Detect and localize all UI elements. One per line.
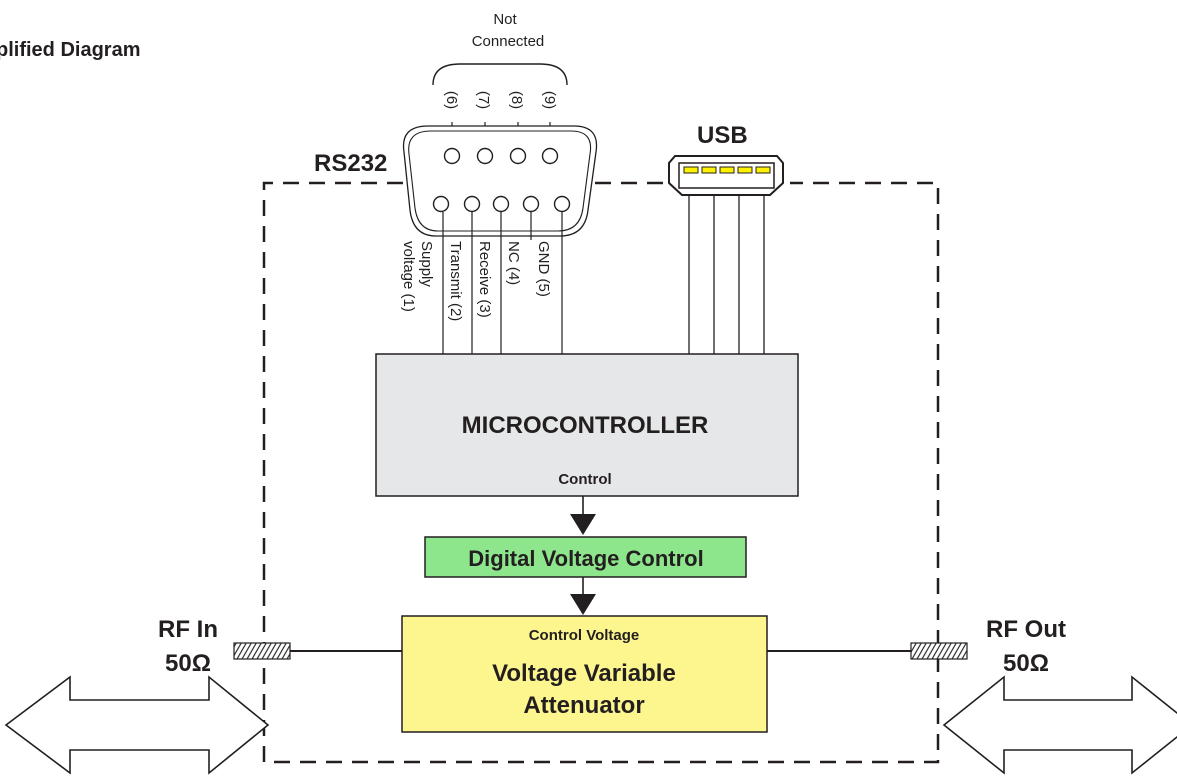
pin-7-label: (7) [475,91,492,109]
usb-label: USB [697,122,748,149]
enclosure-boundary [262,181,940,764]
rf-in-connector [233,642,291,660]
pin-9-label: (9) [541,91,558,109]
diagram-title: plified Diagram [0,39,140,61]
transmit-label: Transmit (2) [447,241,464,321]
usb-pins [683,166,771,174]
control-label: Control [558,471,611,488]
not-connected-brace [432,63,568,86]
not-connected-label: Not [493,11,517,28]
rf-out-double-arrow [942,675,1177,775]
usb-connector [668,155,784,196]
rf-out-connector [910,642,968,660]
rf-in-label: RF In [158,616,218,643]
nc-label: NC (4) [505,241,522,285]
db9-bottom-pins [432,195,571,213]
receive-label: Receive (3) [476,241,493,318]
microcontroller-label: MICROCONTROLLER [462,412,709,439]
digital-voltage-control-label: Digital Voltage Control [468,546,703,571]
supply-voltage-label: Supply [418,241,435,287]
usb-connector-inner [678,162,775,189]
control-voltage-label: Control Voltage [529,627,640,644]
pin-8-label: (8) [508,91,525,109]
microcontroller-block [375,353,799,497]
gnd-label: GND (5) [535,241,552,297]
db9-connector-shell [402,125,598,237]
db9-connector-inner [408,130,592,232]
digital-voltage-control-block [424,536,747,578]
pin-6-label: (6) [443,91,460,109]
attenuator-label-1: Voltage Variable [492,660,676,687]
attenuator-block [401,615,768,733]
not-connected-label-2: Connected [472,33,545,50]
attenuator-label-2: Attenuator [523,692,644,719]
voltage-arrow-head [570,594,596,615]
rs232-wires [442,212,563,354]
rf-in-double-arrow [4,675,270,775]
rf-out-impedance-label: 50Ω [1003,650,1049,677]
rf-in-impedance-label: 50Ω [165,650,211,677]
db9-top-pins [443,147,559,165]
rs232-label: RS232 [314,150,387,177]
control-arrow-head [570,514,596,535]
supply-voltage-label-2: voltage (1) [400,241,417,312]
rf-out-label: RF Out [986,616,1066,643]
usb-wires [688,195,765,354]
